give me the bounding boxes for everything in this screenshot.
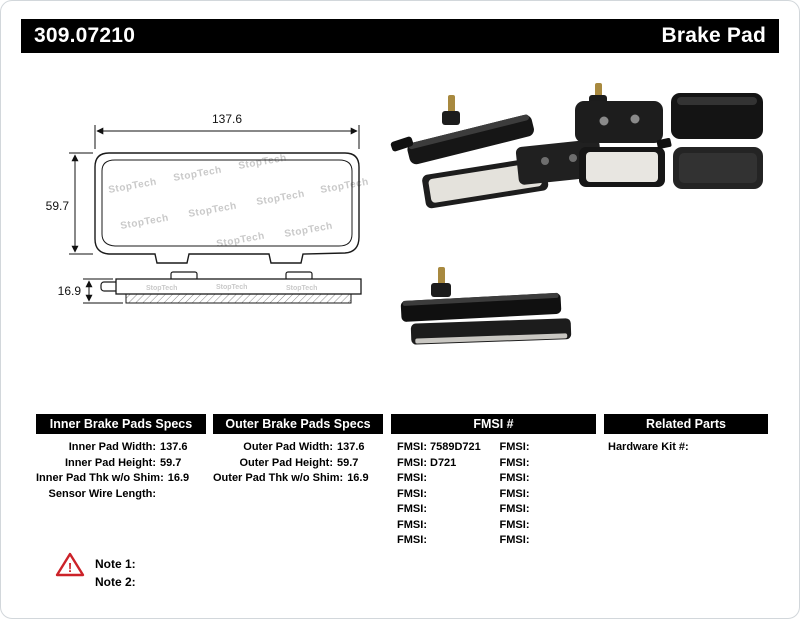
table-row: FMSI:: [499, 503, 530, 515]
table-row: FMSI: D721: [397, 456, 457, 469]
svg-text:StopTech: StopTech: [108, 177, 158, 196]
dimension-height: 59.7: [46, 152, 93, 255]
fmsi-table: FMSI # FMSI: 7589D721 FMSI: D721 FMSI: F…: [391, 414, 596, 549]
dimension-thickness: 16.9: [58, 278, 123, 304]
product-photos: [390, 83, 763, 345]
table-row: FMSI:: [397, 518, 427, 531]
table-row: FMSI:: [397, 472, 427, 484]
table-row: FMSI:: [397, 487, 427, 500]
fmsi-left-column: FMSI: 7589D721 FMSI: D721 FMSI: FMSI: FM…: [391, 440, 494, 549]
svg-text:StopTech: StopTech: [216, 231, 266, 250]
svg-text:StopTech: StopTech: [284, 221, 334, 240]
svg-text:StopTech: StopTech: [238, 153, 288, 172]
table-row: FMSI:: [499, 456, 530, 469]
inner-specs-header: Inner Brake Pads Specs: [36, 414, 206, 434]
photo-pad-group-bottom: [400, 267, 572, 345]
svg-text:StopTech: StopTech: [120, 213, 170, 232]
note-2-label: Note 2:: [95, 575, 136, 589]
svg-text:StopTech: StopTech: [216, 284, 247, 291]
spec-label: Inner Pad Height:: [64, 456, 156, 469]
table-row: Inner Pad Width: 137.6: [36, 440, 206, 456]
wear-sensor-pin: [442, 95, 460, 125]
dimension-label-height: 59.7: [46, 199, 70, 213]
spec-value: 59.7: [337, 456, 359, 469]
related-parts-table: Related Parts Hardware Kit #:: [604, 414, 768, 456]
table-row: FMSI:: [499, 441, 530, 453]
spec-value: 16.9: [167, 472, 190, 484]
pad-side-view: StopTech StopTech StopTech: [100, 271, 362, 304]
spec-value: 59.7: [160, 456, 182, 469]
table-row: FMSI:: [499, 472, 530, 484]
photo-pad-group-right: [575, 83, 763, 189]
spec-value: 16.9: [347, 472, 369, 484]
svg-text:StopTech: StopTech: [188, 201, 238, 220]
spec-label: Outer Pad Height:: [239, 456, 333, 469]
table-row: Outer Pad Width: 137.6: [213, 440, 383, 456]
table-row: FMSI:: [499, 534, 530, 546]
table-row: Inner Pad Height: 59.7: [36, 456, 206, 472]
table-row: Outer Pad Thk w/o Shim: 16.9: [213, 471, 383, 487]
spec-value: [160, 487, 206, 503]
watermark-pattern: StopTech StopTech StopTech StopTech Stop…: [108, 153, 370, 250]
wear-sensor-pin: [431, 267, 451, 297]
outer-specs-header: Outer Brake Pads Specs: [213, 414, 383, 434]
table-row: Inner Pad Thk w/o Shim: 16.9: [36, 471, 206, 487]
outer-specs-table: Outer Brake Pads Specs Outer Pad Width: …: [213, 414, 383, 487]
related-parts-header: Related Parts: [604, 414, 768, 434]
svg-text:StopTech: StopTech: [286, 285, 317, 292]
spec-label: Hardware Kit #:: [608, 441, 689, 453]
photo-pad-group-left: [390, 95, 603, 209]
table-row: Sensor Wire Length:: [36, 487, 206, 503]
spec-label: Inner Pad Thk w/o Shim:: [36, 472, 164, 484]
spec-value: 137.6: [337, 441, 365, 453]
table-row: FMSI: 7589D721: [397, 441, 481, 453]
dimension-width: 137.6: [94, 112, 360, 149]
technical-drawing: 137.6 59.7 StopTech StopTech StopTech St…: [46, 112, 370, 304]
warning-triangle-icon: !: [55, 552, 85, 583]
table-row: Hardware Kit #:: [604, 440, 768, 456]
fmsi-right-column: FMSI: FMSI: FMSI: FMSI: FMSI:: [494, 440, 597, 549]
inner-specs-table: Inner Brake Pads Specs Inner Pad Width: …: [36, 414, 206, 502]
spec-label: Inner Pad Width:: [68, 441, 156, 453]
dimension-label-width: 137.6: [212, 112, 242, 126]
part-number: 309.07210: [34, 24, 136, 47]
svg-text:StopTech: StopTech: [146, 285, 177, 292]
table-row: FMSI:: [499, 518, 530, 531]
table-row: FMSI:: [397, 503, 427, 515]
pad-front-view: StopTech StopTech StopTech StopTech Stop…: [94, 152, 370, 264]
table-row: FMSI:: [499, 487, 530, 500]
note-1-label: Note 1:: [95, 557, 136, 571]
table-row: Outer Pad Height: 59.7: [213, 456, 383, 472]
table-row: FMSI:: [397, 534, 427, 546]
svg-text:StopTech: StopTech: [320, 177, 370, 196]
dimension-label-thickness: 16.9: [58, 284, 82, 298]
spec-label: Outer Pad Thk w/o Shim:: [213, 472, 344, 484]
header-bar: 309.07210 Brake Pad: [21, 19, 779, 53]
fmsi-header: FMSI #: [391, 414, 596, 434]
spec-label: Sensor Wire Length:: [48, 487, 156, 500]
svg-text:!: !: [68, 560, 72, 575]
spec-label: Outer Pad Width:: [243, 441, 333, 453]
spec-value: 137.6: [160, 441, 188, 453]
svg-text:StopTech: StopTech: [256, 189, 306, 208]
svg-text:StopTech: StopTech: [173, 165, 223, 184]
product-type-title: Brake Pad: [661, 24, 766, 47]
